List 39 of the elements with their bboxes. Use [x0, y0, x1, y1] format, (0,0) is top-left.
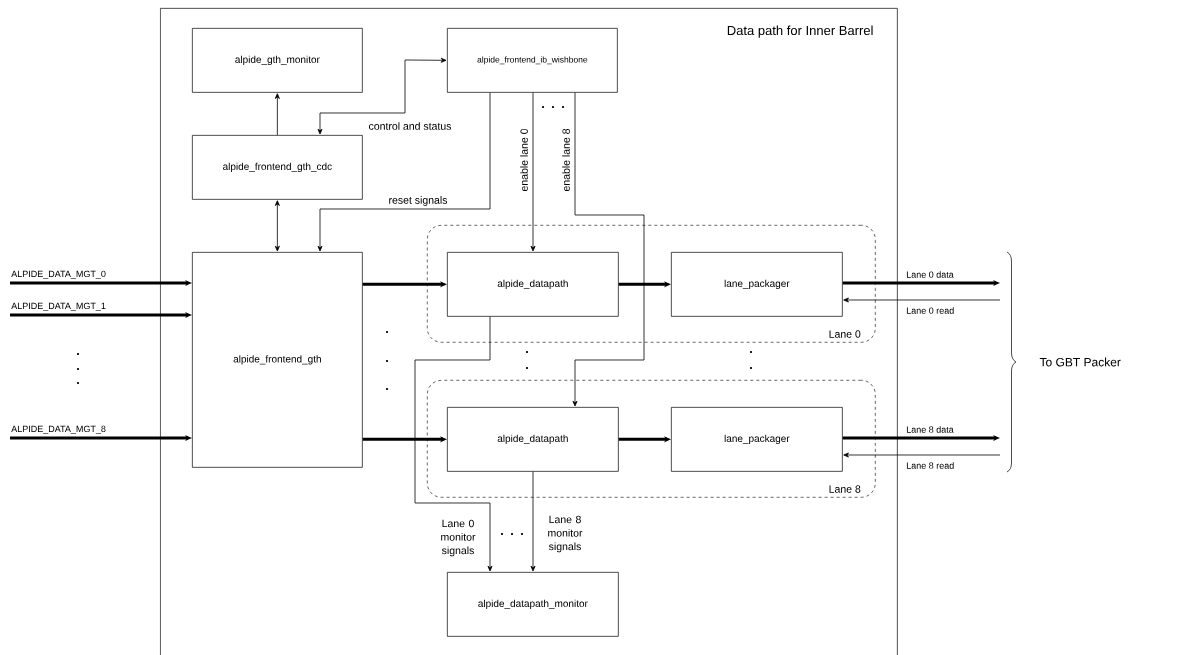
edge-label: enable lane 0: [520, 128, 528, 192]
group-label: Lane 8: [829, 485, 861, 493]
arrow: [530, 92, 536, 252]
process-box: alpide_frontend_gth: [192, 252, 363, 468]
arrow: [274, 200, 280, 252]
arrow: [843, 452, 1001, 458]
process-box: alpide_frontend_gth_cdc: [192, 135, 363, 200]
arrow: [317, 57, 447, 135]
edge-label: reset signals: [389, 196, 448, 206]
frame-title: Data path for Inner Barrel: [727, 25, 873, 38]
edge-label: Lane 0 data: [906, 271, 954, 278]
edge-label: enable lane 8: [562, 128, 570, 192]
arrow: [274, 93, 280, 136]
process-box: lane_packager: [671, 407, 843, 472]
edge-label: Lane 8 read: [906, 462, 954, 469]
lane-group: [427, 380, 876, 498]
arrow: [572, 92, 645, 407]
process-box: alpide_datapath: [447, 407, 619, 472]
arrow: [317, 92, 491, 252]
edge-label: Lane 8 data: [906, 426, 954, 433]
process-box: alpide_frontend_ib_wishbone: [447, 28, 618, 93]
edge-label: control and status: [369, 122, 452, 130]
arrow: [843, 297, 1001, 303]
edge-label: ALPIDE_DATA_MGT_0: [11, 270, 106, 279]
frame-box: [160, 8, 898, 655]
arrow: [530, 471, 536, 572]
process-box: alpide_datapath: [447, 252, 619, 317]
group-label: Lane 0: [829, 330, 861, 338]
edge-label: Lane 8 monitor signals: [548, 515, 583, 553]
edge-label: ALPIDE_DATA_MGT_1: [11, 302, 106, 311]
edge-label: ALPIDE_DATA_MGT_8: [11, 425, 106, 434]
edge-label: Lane 0 read: [906, 307, 954, 314]
process-box: alpide_gth_monitor: [192, 28, 363, 93]
edge-label: Lane 0 monitor signals: [441, 519, 476, 557]
arrow: [414, 316, 493, 572]
lane-group: [427, 225, 876, 343]
process-box: alpide_datapath_monitor: [447, 572, 619, 637]
process-box: lane_packager: [671, 252, 843, 317]
side-label: To GBT Packer: [1039, 357, 1121, 367]
